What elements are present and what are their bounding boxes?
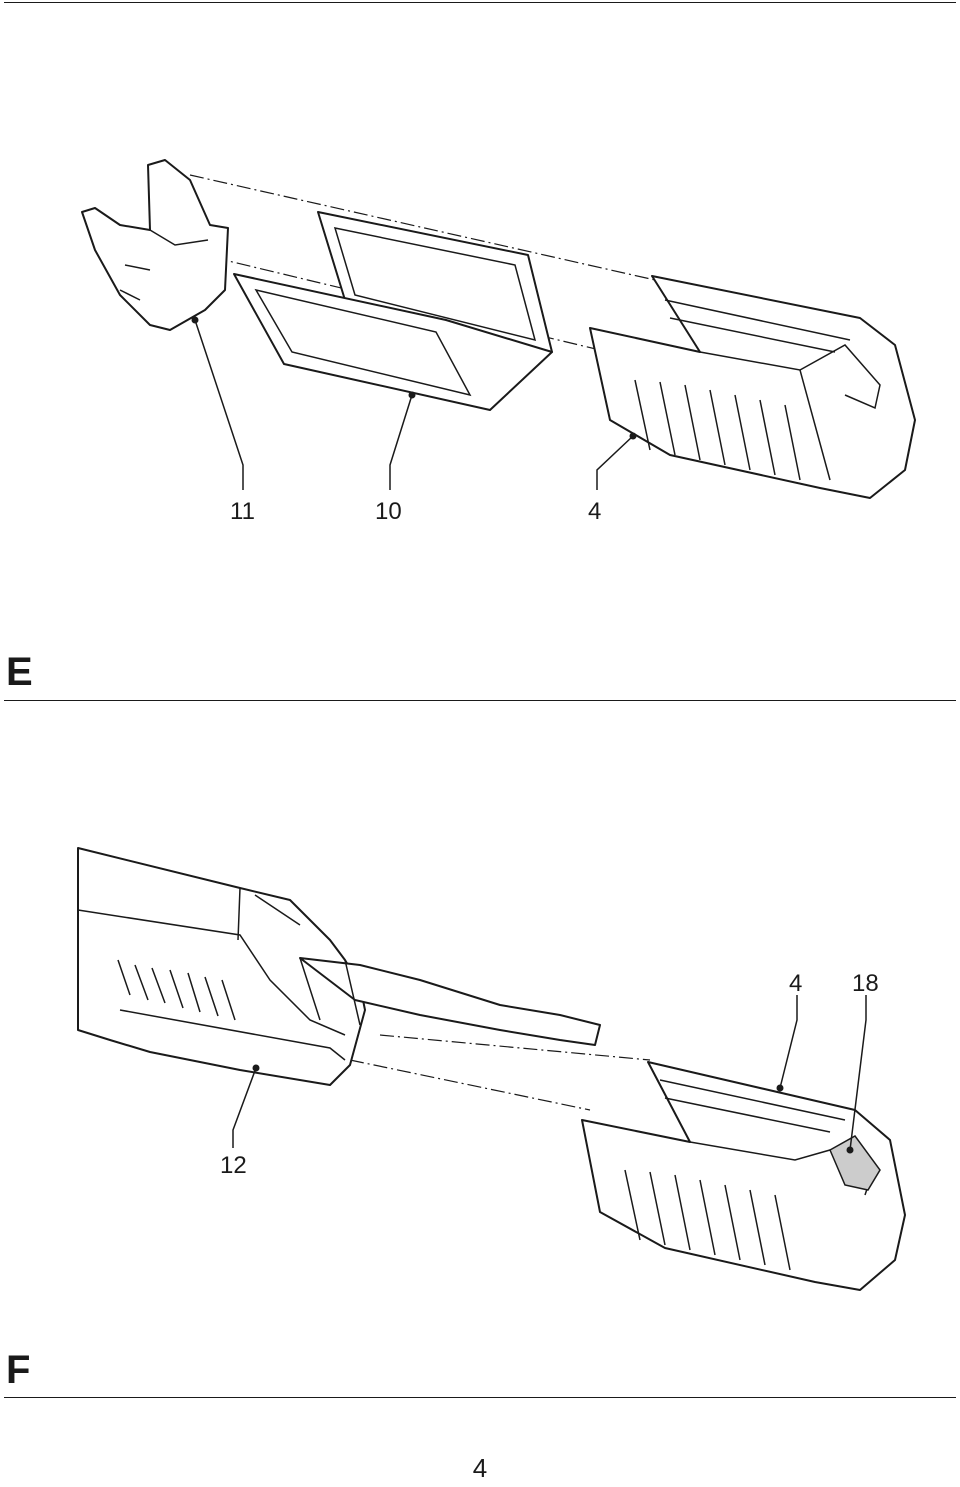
part-11-frame	[81, 159, 229, 331]
callout-10: 10	[375, 498, 402, 525]
appliance-body	[77, 847, 366, 1086]
part-10-sheet-front	[233, 273, 553, 411]
figure-f-illustration	[77, 847, 906, 1291]
figure-e-illustration	[81, 159, 916, 499]
callout-18: 18	[852, 970, 879, 997]
section-rule-e	[4, 700, 956, 701]
section-rule-f	[4, 1397, 956, 1398]
cord	[299, 957, 601, 1046]
alignment-line	[379, 1034, 651, 1061]
callout-4: 4	[789, 970, 803, 997]
page-number: 4	[472, 1453, 488, 1483]
callout-4: 4	[588, 498, 602, 525]
callout-11: 11	[230, 498, 255, 525]
section-letter-f: F	[6, 1348, 31, 1392]
top-rule	[4, 2, 956, 3]
section-letter-e: E	[6, 650, 33, 694]
callout-12: 12	[220, 1152, 247, 1179]
alignment-line	[189, 174, 656, 281]
part-4-head	[589, 275, 916, 499]
alignment-line	[349, 1059, 591, 1111]
